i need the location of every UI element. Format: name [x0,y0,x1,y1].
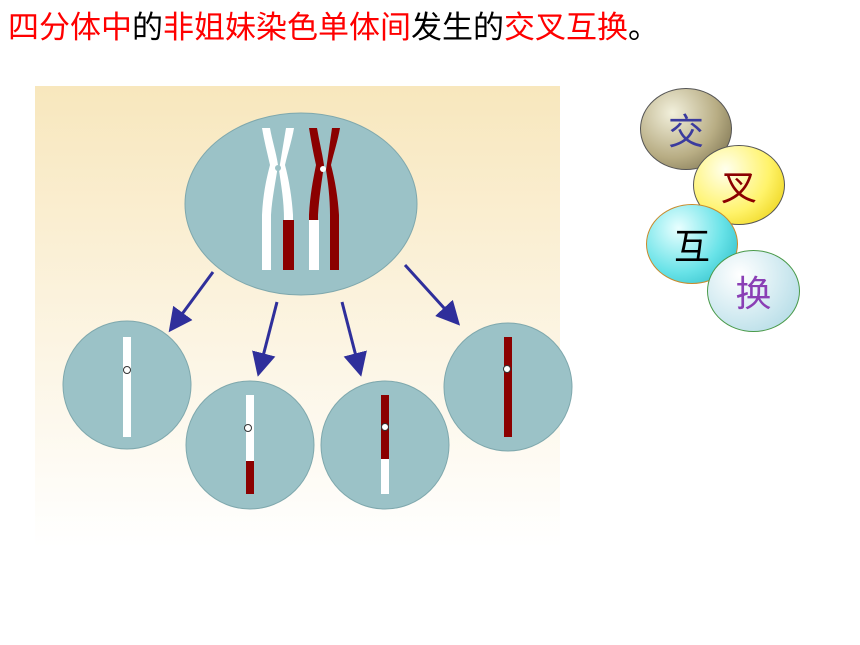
red-chromatid-left [309,128,324,220]
white-centromere [275,165,281,171]
title-segment-3: 非姐妹染色单体间 [163,10,411,46]
red-chromosome [309,128,340,270]
gamete-4-centromere [503,365,511,373]
page-title: 四分体中的非姐妹染色单体间发生的交叉互换。 [8,6,659,50]
gamete-4-chromosome [504,337,512,437]
red-chromatid-right [326,128,340,270]
arrow-to-gamete-3 [340,301,367,377]
gamete-3-centromere [381,423,389,431]
badge-jiao-char: 交 [667,112,704,153]
gamete-cell-4 [443,322,573,452]
arrow-to-gamete-1 [168,271,215,333]
arrow-to-gamete-4 [403,263,461,326]
badge-huan-char: 换 [735,274,772,315]
gamete-2-centromere [244,424,252,432]
gamete-3-chromosome-white-part [381,459,389,494]
gamete-1-chromosome [123,337,131,437]
arrow-to-gamete-2 [252,301,279,377]
title-segment-4: 发生的 [411,10,504,46]
white-chromatid-left [262,128,278,270]
exchanged-red-segment [283,220,294,270]
title-segment-1: 四分体中 [8,10,132,46]
gamete-2-chromosome-red-part [246,461,254,494]
exchanged-white-segment [309,220,319,270]
gamete-cell-3 [320,380,450,510]
gamete-cell-1 [62,320,192,450]
white-chromatid-right [279,128,294,220]
gamete-cell-2 [185,380,315,510]
white-chromosome [262,128,294,270]
title-segment-2: 的 [132,10,163,46]
badge-cha: 叉 [693,145,785,225]
title-segment-5: 交叉互换 [504,10,628,46]
badge-huan: 换 [707,250,800,332]
badge-hu-char: 互 [673,227,710,268]
badge-cha-char: 叉 [720,168,757,209]
gamete-1-centromere [123,366,131,374]
red-centromere [320,166,326,172]
title-segment-6: 。 [628,10,659,46]
tetrad-cell [184,112,418,296]
